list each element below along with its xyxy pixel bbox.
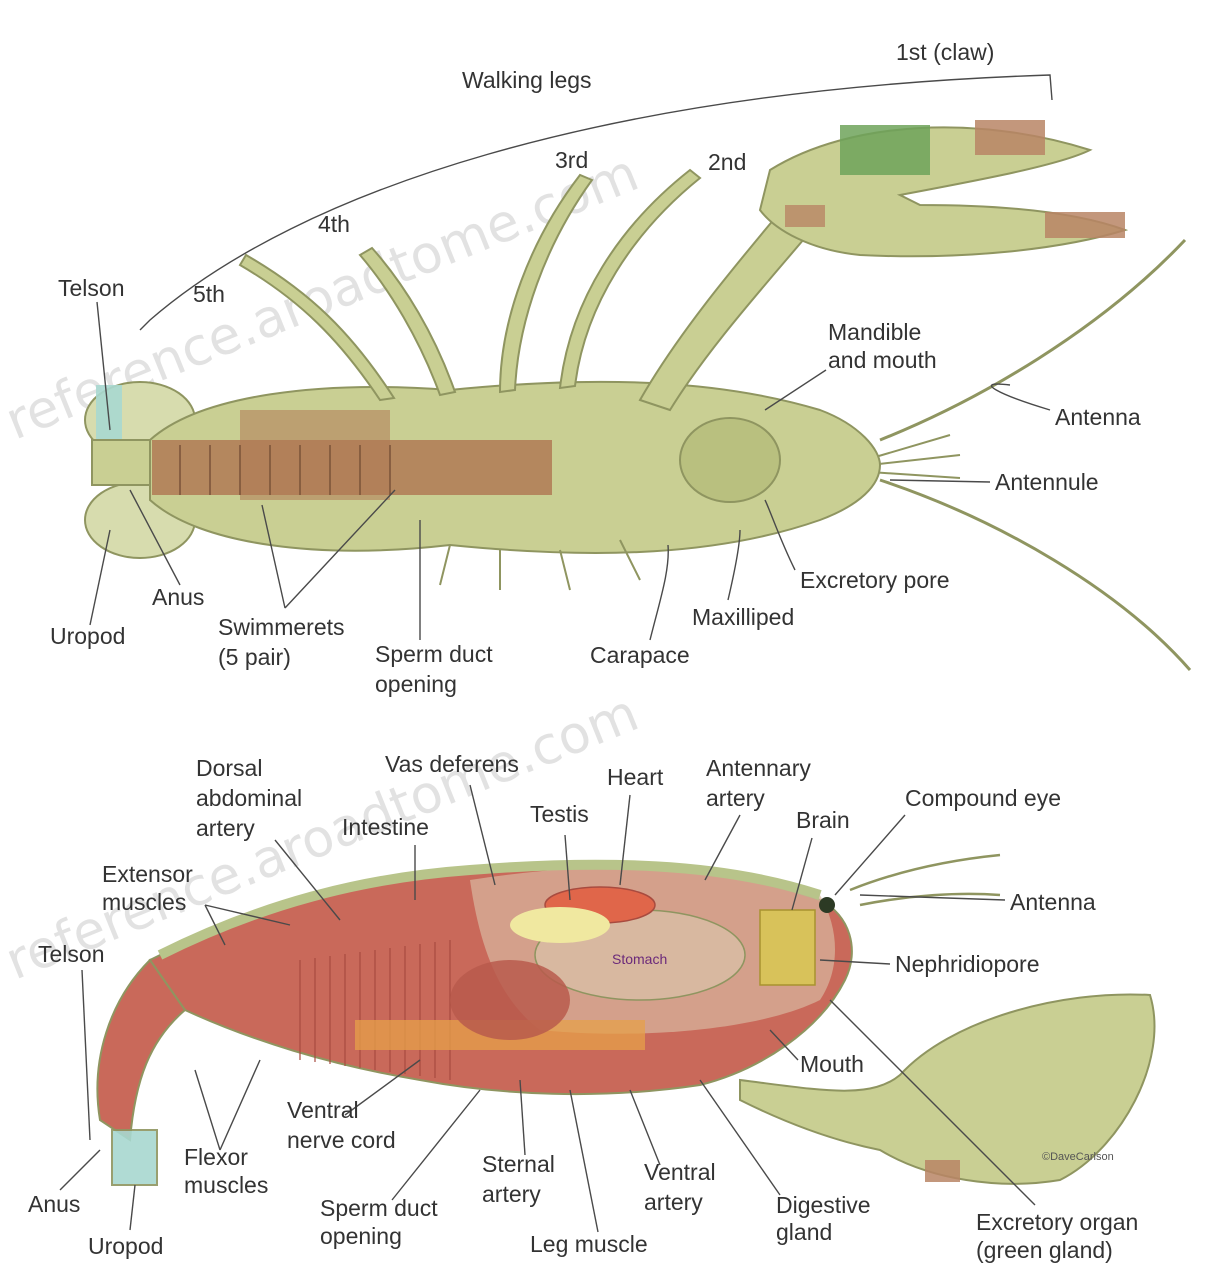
label-leg-5th: 5th <box>193 281 225 307</box>
label-ventral-nerve-2: nerve cord <box>287 1127 396 1153</box>
label-stomach: Stomach <box>612 951 667 967</box>
label-swimmerets-1: Swimmerets <box>218 614 345 640</box>
label-mandible-2: and mouth <box>828 347 937 373</box>
antennule-shape <box>870 435 960 478</box>
side-green-gland-shape <box>760 910 815 985</box>
label-leg-2nd: 2nd <box>708 149 746 175</box>
label-antennary-2: artery <box>706 785 765 811</box>
label-sperm-duct-top-1: Sperm duct <box>375 641 493 667</box>
label-digestive-1: Digestive <box>776 1192 871 1218</box>
label-leg-3rd: 3rd <box>555 147 588 173</box>
label-leg-muscle: Leg muscle <box>530 1231 648 1257</box>
label-flexor-1: Flexor <box>184 1144 248 1170</box>
carapace-mouth-region <box>680 418 780 502</box>
label-excretory-organ-2: (green gland) <box>976 1237 1113 1263</box>
label-sternal-1: Sternal <box>482 1151 555 1177</box>
label-flexor-2: muscles <box>184 1172 268 1198</box>
label-extensor-1: Extensor <box>102 861 193 887</box>
label-telson-top: Telson <box>58 275 124 301</box>
label-vas-deferens: Vas deferens <box>385 751 519 777</box>
label-telson-side: Telson <box>38 941 104 967</box>
label-uropod-top: Uropod <box>50 623 125 649</box>
label-anus-side: Anus <box>28 1191 80 1217</box>
label-leg-4th: 4th <box>318 211 350 237</box>
label-carapace: Carapace <box>590 642 690 668</box>
side-testis-shape <box>510 907 610 943</box>
label-intestine: Intestine <box>342 814 429 840</box>
label-antenna-side: Antenna <box>1010 889 1096 915</box>
label-ventral-artery-1: Ventral <box>644 1159 716 1185</box>
side-claw-tan <box>925 1160 960 1182</box>
label-uropod-side: Uropod <box>88 1233 163 1259</box>
label-brain: Brain <box>796 807 850 833</box>
label-mouth: Mouth <box>800 1051 864 1077</box>
label-sperm-duct-side-2: opening <box>320 1223 402 1249</box>
label-sperm-duct-top-2: opening <box>375 671 457 697</box>
label-heart: Heart <box>607 764 664 790</box>
side-digestive-gland-shape <box>450 960 570 1040</box>
label-extensor-2: muscles <box>102 889 186 915</box>
label-compound-eye: Compound eye <box>905 785 1061 811</box>
label-swimmerets-2: (5 pair) <box>218 644 291 670</box>
label-digestive-2: gland <box>776 1219 832 1245</box>
label-ventral-artery-2: artery <box>644 1189 703 1215</box>
artist-credit: ©DaveCarlson <box>1042 1151 1114 1163</box>
label-anus-top: Anus <box>152 584 204 610</box>
label-maxilliped: Maxilliped <box>692 604 794 630</box>
label-antennary-1: Antennary <box>706 755 811 781</box>
label-sternal-2: artery <box>482 1181 541 1207</box>
label-excretory-organ-1: Excretory organ <box>976 1209 1138 1235</box>
label-antennule: Antennule <box>995 469 1099 495</box>
label-excretory-pore: Excretory pore <box>800 567 950 593</box>
label-antenna-top: Antenna <box>1055 404 1141 430</box>
label-sperm-duct-side-1: Sperm duct <box>320 1195 438 1221</box>
label-walking-legs: Walking legs <box>462 67 592 93</box>
abdomen-band-left <box>240 410 390 500</box>
side-uropod-shape <box>112 1130 157 1185</box>
label-claw-1st: 1st (claw) <box>896 39 994 65</box>
side-view-crayfish: Dorsal abdominal artery Vas deferens Hea… <box>28 751 1154 1263</box>
side-compound-eye <box>819 897 835 913</box>
label-dorsal-3: artery <box>196 815 255 841</box>
label-dorsal-2: abdominal <box>196 785 302 811</box>
label-nephridiopore: Nephridiopore <box>895 951 1039 977</box>
label-testis: Testis <box>530 801 589 827</box>
label-dorsal-1: Dorsal <box>196 755 262 781</box>
label-mandible-1: Mandible <box>828 319 921 345</box>
label-ventral-nerve-1: Ventral <box>287 1097 359 1123</box>
